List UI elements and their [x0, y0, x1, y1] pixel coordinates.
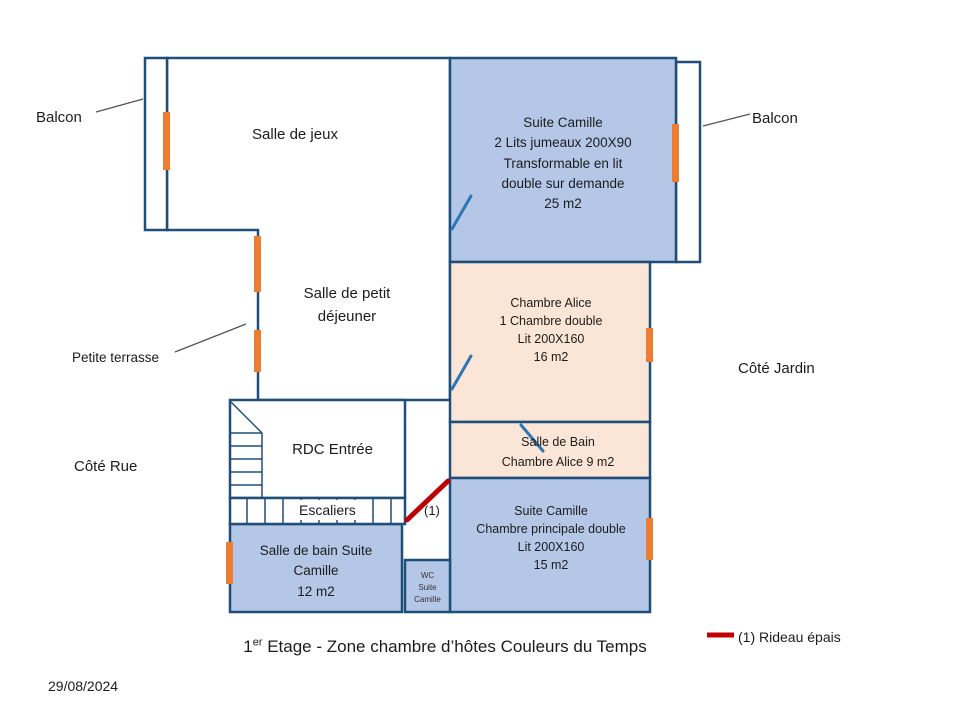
- balcony-right: [674, 60, 702, 264]
- chambre-alice-label: Chambre Alice 1 Chambre double Lit 200X1…: [499, 296, 603, 365]
- date-label: 29/08/2024: [48, 678, 119, 694]
- escaliers-label: Escaliers: [294, 500, 361, 521]
- wc-suite-camille-label: WC Suite Camille: [414, 571, 441, 604]
- pointer-lines: [95, 98, 751, 353]
- window-marker: [672, 124, 679, 182]
- room-salle-de-jeux-area: [165, 56, 452, 402]
- legend-curtain-label: (1) Rideau épais: [738, 629, 841, 645]
- salle-de-bain-alice-label: Salle de Bain Chambre Alice 9 m2: [501, 435, 615, 469]
- petite-terrasse-label: Petite terrasse: [72, 350, 160, 365]
- room-rdc-entree: [228, 398, 407, 500]
- door-mark: [450, 194, 473, 231]
- caption-number: 1: [243, 637, 253, 656]
- room-suite-camille-bas: [448, 476, 652, 614]
- window-marker: [226, 542, 233, 584]
- window-marker: [254, 330, 261, 372]
- curtain-marker-label: (1): [424, 503, 440, 518]
- door-swing-marks: [450, 194, 545, 453]
- salle-petit-dejeuner-label: Salle de petit déjeuner: [303, 285, 391, 325]
- caption-text: Etage - Zone chambre d’hôtes Couleurs du…: [262, 637, 647, 656]
- cote-jardin-label: Côté Jardin: [738, 360, 815, 377]
- salle-de-jeux-label: Salle de jeux: [252, 126, 338, 143]
- rdc-stair-treads: [230, 401, 263, 498]
- rdc-entree-label: RDC Entrée: [292, 441, 373, 458]
- plan-caption: 1er Etage - Zone chambre d’hôtes Couleur…: [180, 635, 710, 660]
- window-marker: [163, 112, 170, 170]
- window-marker: [646, 328, 653, 362]
- pointer-balcon-left: [95, 98, 144, 113]
- suite-camille-haut-label: Suite Camille 2 Lits jumeaux 200X90 Tran…: [494, 115, 632, 211]
- window-marker: [254, 236, 261, 292]
- balcon-right-label: Balcon: [752, 110, 798, 127]
- caption-superscript: er: [252, 636, 263, 649]
- window-marker: [646, 518, 653, 560]
- door-mark: [519, 423, 545, 453]
- salle-de-bain-suite-camille-label: Salle de bain Suite Camille 12 m2: [259, 543, 373, 599]
- pointer-petite-terrasse: [174, 323, 247, 353]
- window-markers: [163, 112, 679, 584]
- room-wc-suite-camille: [403, 558, 452, 614]
- room-salle-de-bain-alice: [448, 420, 652, 480]
- curtain-line: [404, 478, 451, 523]
- balcon-left-label: Balcon: [36, 109, 82, 126]
- suite-camille-bas-label: Suite Camille Chambre principale double …: [476, 504, 626, 573]
- door-mark: [450, 354, 473, 391]
- cote-rue-label: Côté Rue: [74, 458, 138, 475]
- pointer-balcon-right: [702, 113, 751, 127]
